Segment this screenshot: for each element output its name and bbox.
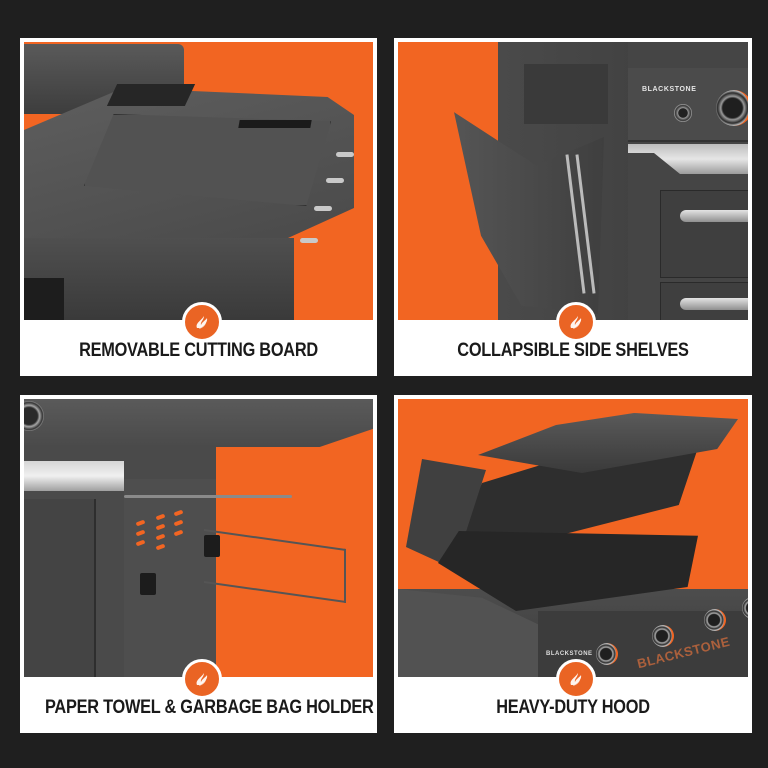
grease-tray: [106, 84, 196, 106]
trim-band: [24, 461, 124, 491]
burner-knob: [652, 625, 674, 647]
burner-knob: [704, 609, 726, 631]
drawer-handle-lower: [680, 298, 748, 310]
igniter-button: [674, 104, 692, 122]
mount-clip: [140, 573, 156, 595]
flame-icon: [570, 673, 582, 686]
feature-caption: COLLAPSIBLE SIDE SHELVES: [457, 340, 689, 361]
side-shelves-image: BLACKSTONE: [398, 42, 748, 320]
garbage-bag-hanger: [204, 529, 346, 603]
feature-card-towel-holder: PAPER TOWEL & GARBAGE BAG HOLDER: [20, 395, 377, 733]
paper-towel-bar: [124, 495, 292, 498]
brand-logo: BLACKSTONE: [546, 651, 593, 657]
griddle-underside: [24, 399, 373, 447]
cabinet-side: [124, 479, 216, 677]
feature-caption: REMOVABLE CUTTING BOARD: [79, 340, 318, 361]
mount-clip: [204, 535, 220, 557]
tool-hooks: [292, 152, 354, 292]
burner-knob: [596, 643, 618, 665]
feature-card-side-shelves: BLACKSTONE COLLAPSIBLE SIDE SHELVES: [394, 38, 752, 376]
flame-icon: [196, 673, 207, 686]
flame-icon: [196, 316, 207, 329]
drawer-upper: [660, 190, 748, 278]
flame-badge: [181, 659, 222, 699]
cutting-board-slot: [238, 120, 312, 128]
feature-caption: HEAVY-DUTY HOOD: [496, 697, 650, 718]
flame-badge: [556, 302, 596, 342]
drawer-handle-upper: [680, 210, 748, 222]
flame-badge: [556, 659, 596, 699]
burner-knob: [716, 90, 748, 126]
feature-card-hood: BLACKSTONE BLACKSTONE HEAVY-DUTY HOOD: [394, 395, 752, 733]
hinge-bracket: [524, 64, 608, 124]
feature-caption: PAPER TOWEL & GARBAGE BAG HOLDER: [44, 697, 374, 718]
burner-knob: [24, 401, 44, 431]
vent-slots: [135, 509, 196, 561]
hood-lid: [478, 413, 738, 473]
towel-holder-image: [24, 399, 373, 677]
flame-icon: [570, 316, 582, 329]
feature-card-cutting-board: REMOVABLE CUTTING BOARD: [20, 38, 377, 376]
cabinet-door: [24, 499, 96, 677]
brand-logo: BLACKSTONE: [642, 86, 697, 93]
burner-knob: [742, 597, 748, 619]
side-shelf-front: [24, 238, 294, 320]
vent-panel: [24, 278, 64, 320]
flame-badge: [181, 302, 222, 342]
hood-image: BLACKSTONE BLACKSTONE: [398, 399, 748, 677]
cutting-board-image: [24, 42, 373, 320]
